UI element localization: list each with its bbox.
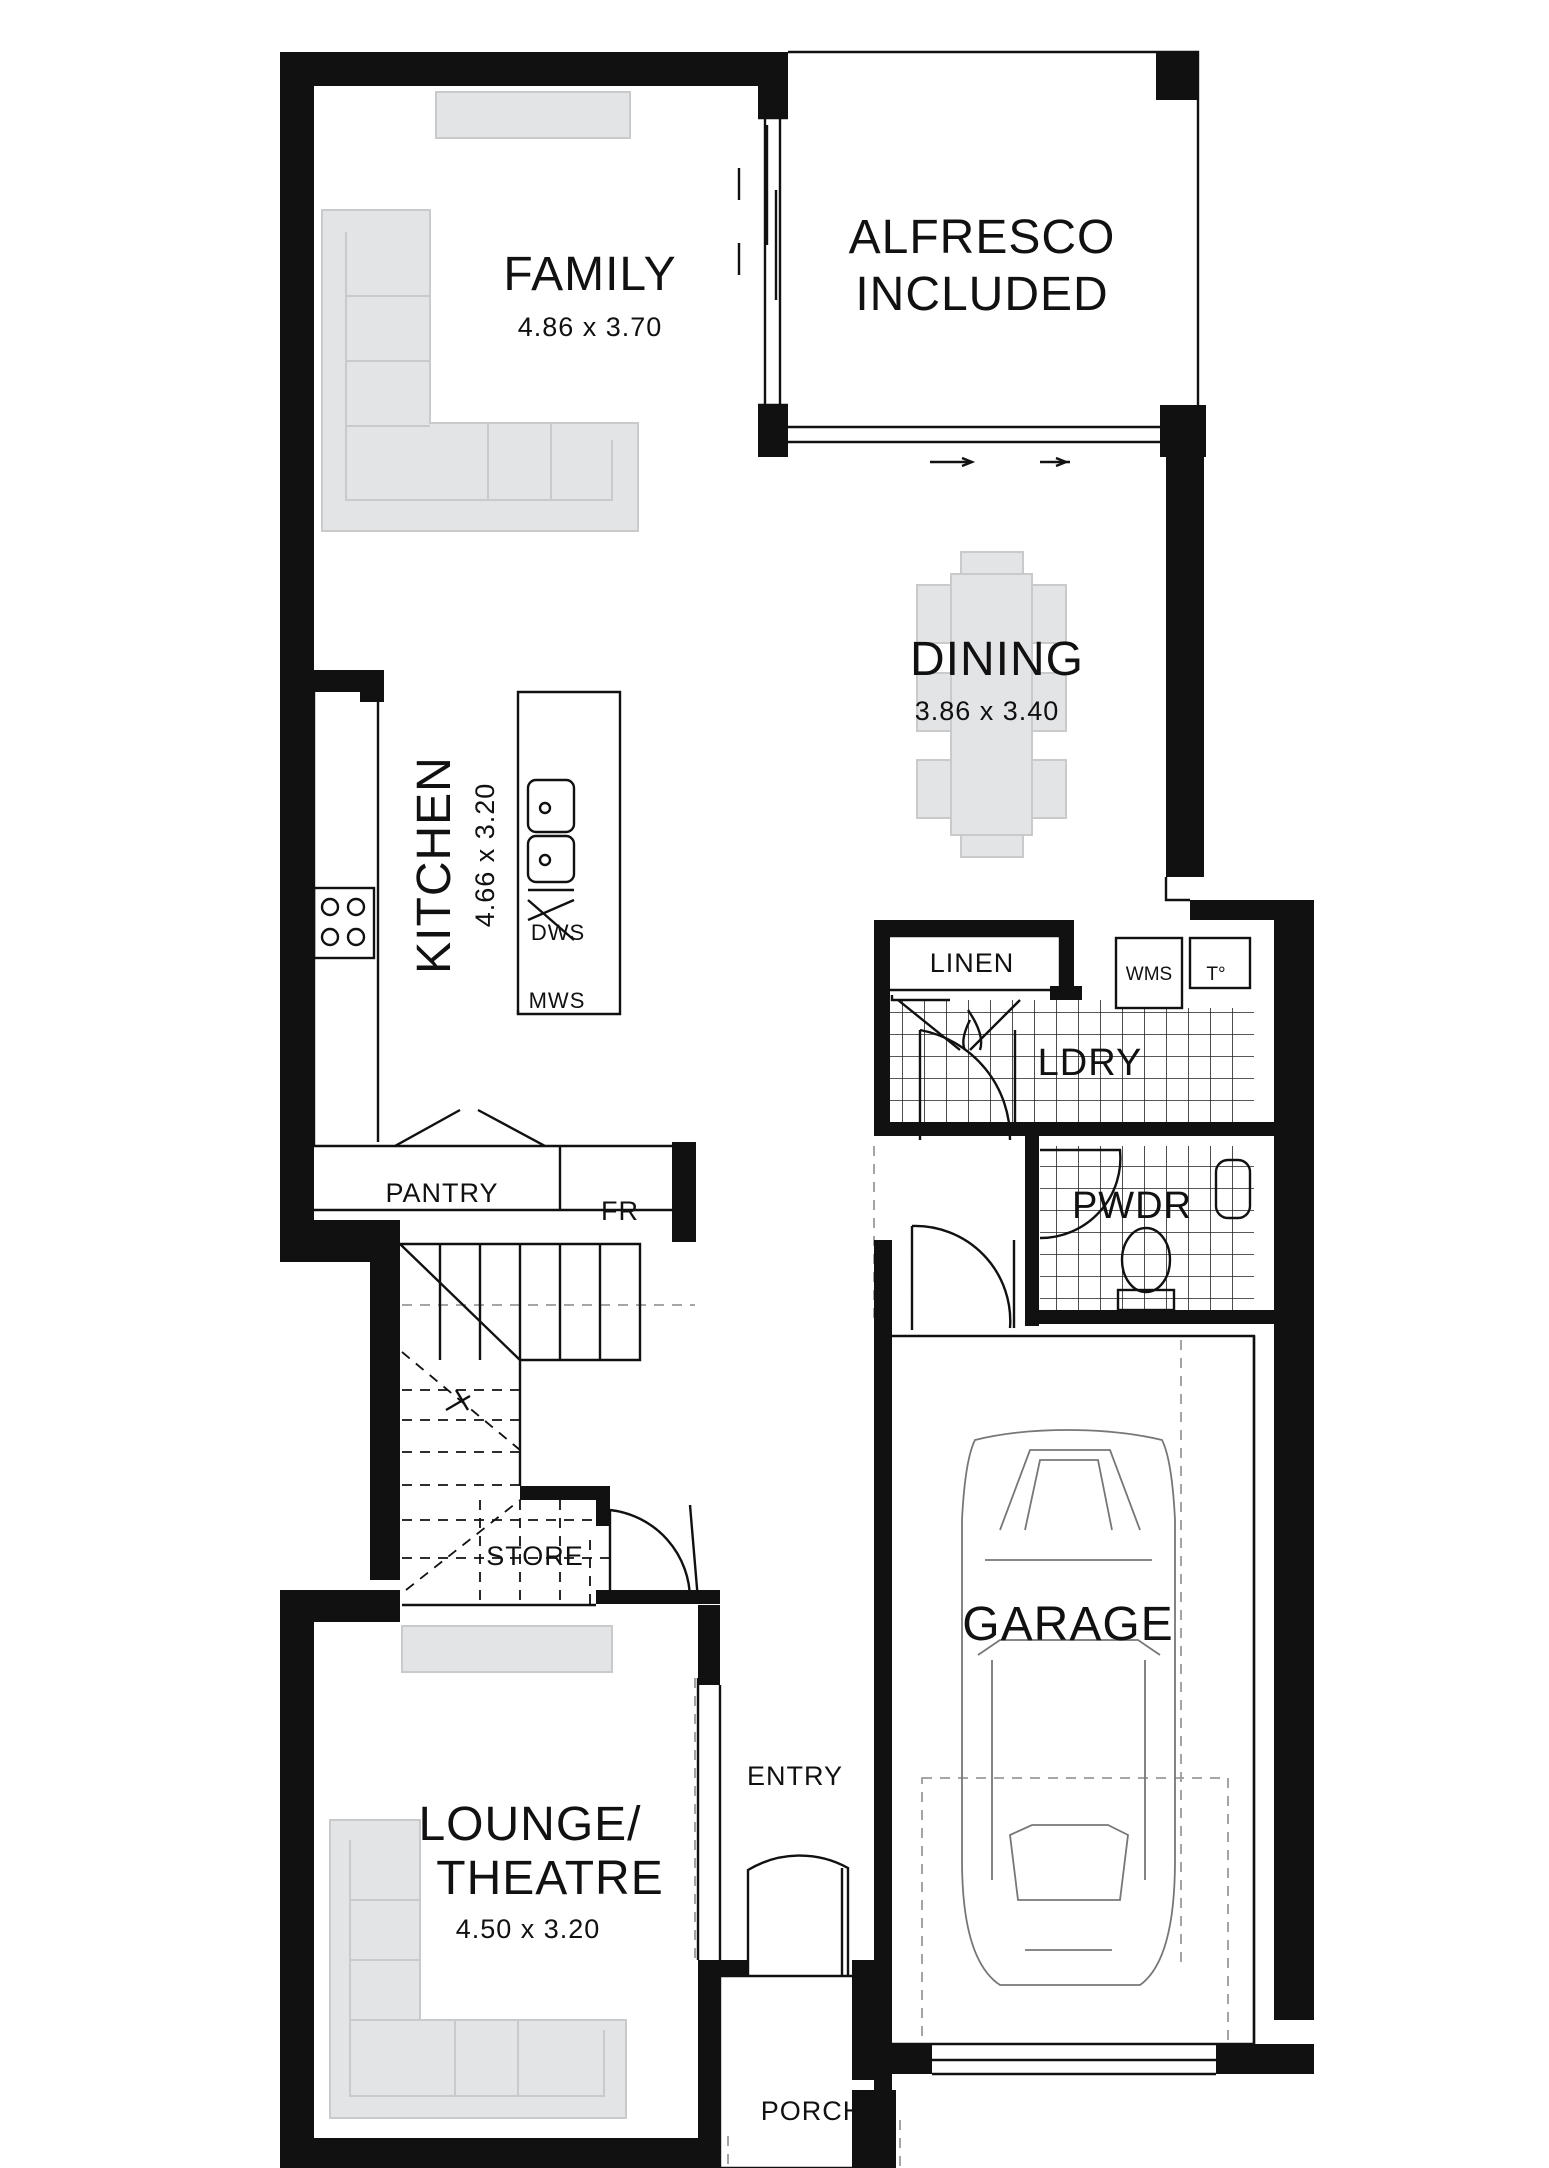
dining-chair [916,584,952,644]
room-size-kitchen: 4.66 x 3.20 [470,783,500,928]
room-label-store: STORE [486,1541,584,1571]
dining-chair [916,672,952,732]
room-size-lounge: 4.50 x 3.20 [456,1914,601,1944]
dining-chair [916,759,952,819]
dining-chair [1031,672,1067,732]
labels: FAMILY 4.86 x 3.70 ALFRESCO INCLUDED DIN… [385,211,1225,2126]
room-label-alfresco: ALFRESCO [849,211,1116,264]
room-label-linen: LINEN [930,948,1015,978]
furniture [321,91,1067,2119]
outlines [285,50,1256,2168]
room-label-fr: FR [601,1196,639,1226]
car-outline [961,1429,1176,1986]
room-label-pwdr: PWDR [1072,1185,1192,1227]
fixture-label-wms: WMS [1126,964,1172,985]
fixture-label-mws: MWS [529,988,586,1013]
room-label-pantry: PANTRY [385,1178,498,1208]
fixture-label-dws: DWS [531,920,585,945]
dining-chair [1031,759,1067,819]
dining-chair [1031,584,1067,644]
lounge-tv-unit [401,1625,613,1673]
lounge-sofa [329,1819,627,2119]
room-size-dining: 3.86 x 3.40 [915,696,1060,726]
tiled-areas [884,938,1254,1310]
room-label-theatre: THEATRE [436,1852,663,1905]
room-label-dining: DINING [910,633,1084,686]
room-label-family: FAMILY [503,248,676,301]
fixture-label-tub: T° [1206,964,1225,985]
family-sofa [321,209,639,532]
room-label-porch: PORCH [761,2096,864,2126]
room-label-alfresco-sub: INCLUDED [855,268,1108,321]
room-size-family: 4.86 x 3.70 [518,312,663,342]
room-label-garage: GARAGE [962,1598,1173,1651]
room-label-kitchen: KITCHEN [408,756,461,974]
dining-chair [960,551,1024,575]
dining-chair [960,834,1024,858]
room-label-ldry: LDRY [1038,1042,1143,1084]
room-label-entry: ENTRY [747,1761,843,1791]
family-tv-unit [435,91,631,139]
room-label-lounge: LOUNGE/ [418,1798,641,1851]
